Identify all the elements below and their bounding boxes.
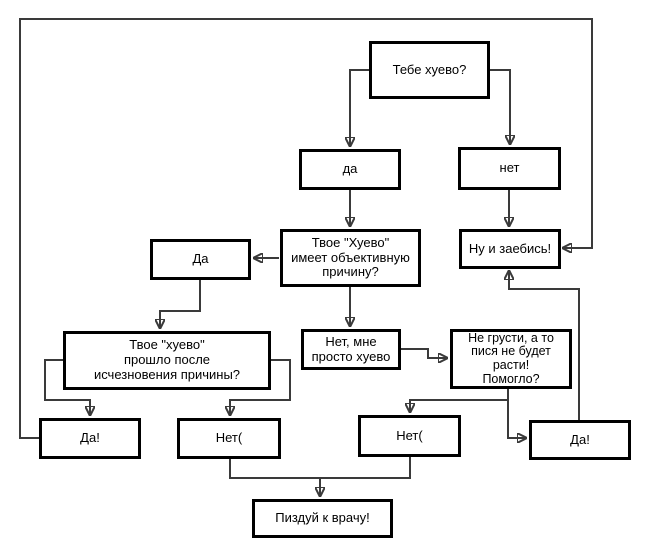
edge-passed-netleft [230,359,291,414]
node-net-mid-label: Нет( [396,427,423,443]
edge-start-no [489,69,510,143]
node-da-left-label: Да! [80,430,100,446]
node-da-right: Да! [529,420,631,460]
node-ne-grusti: Не грусти, а то пися не будет расти! Пом… [450,329,572,389]
node-ne-grusti-label: Не грусти, а то пися не будет расти! Пом… [468,330,554,386]
node-doctor-label: Пиздуй к врачу! [275,510,370,526]
node-yes: да [299,149,401,190]
edge-negrusti-daright [507,400,525,438]
node-zaebis-label: Ну и заебись! [468,240,552,256]
edge-passed-daleft [44,359,90,414]
node-da-label: Да [192,251,209,267]
node-start: Тебе хуево? [369,41,490,99]
edge-daright-zaebis [509,272,580,420]
node-zaebis: Ну и заебись! [459,229,561,269]
edge-start-yes [350,69,369,145]
node-yes-label: да [342,161,358,177]
node-start-label: Тебе хуево? [392,61,467,77]
node-net-prosto: Нет, мне просто хуево [301,329,401,370]
node-net-left: Нет( [177,418,281,459]
edge-daleft-zaebis-loop [19,18,593,439]
node-da-left: Да! [39,418,141,459]
node-da: Да [150,239,251,280]
edge-da2-passed [160,280,201,327]
node-da-right-label: Да! [570,431,590,447]
edge-netprosto-negrusti [401,348,446,358]
node-objective-reason-question-label: Твое "Хуево" имеет объективную причину? [291,234,410,280]
node-net-prosto-label: Нет, мне просто хуево [311,333,391,364]
edge-negrusti-netmid [410,389,509,411]
node-objective-reason-question: Твое "Хуево" имеет объективную причину? [280,229,421,287]
node-passed-after-cause-question-label: Твое "хуево" прошло после исчезновения п… [93,337,241,382]
node-doctor: Пиздуй к врачу! [252,499,393,538]
edge-nets-merge [229,457,411,479]
node-no: нет [458,147,561,190]
node-no-label: нет [499,160,520,176]
node-passed-after-cause-question: Твое "хуево" прошло после исчезновения п… [63,331,271,390]
node-net-mid: Нет( [358,415,461,457]
node-net-left-label: Нет( [215,430,243,446]
